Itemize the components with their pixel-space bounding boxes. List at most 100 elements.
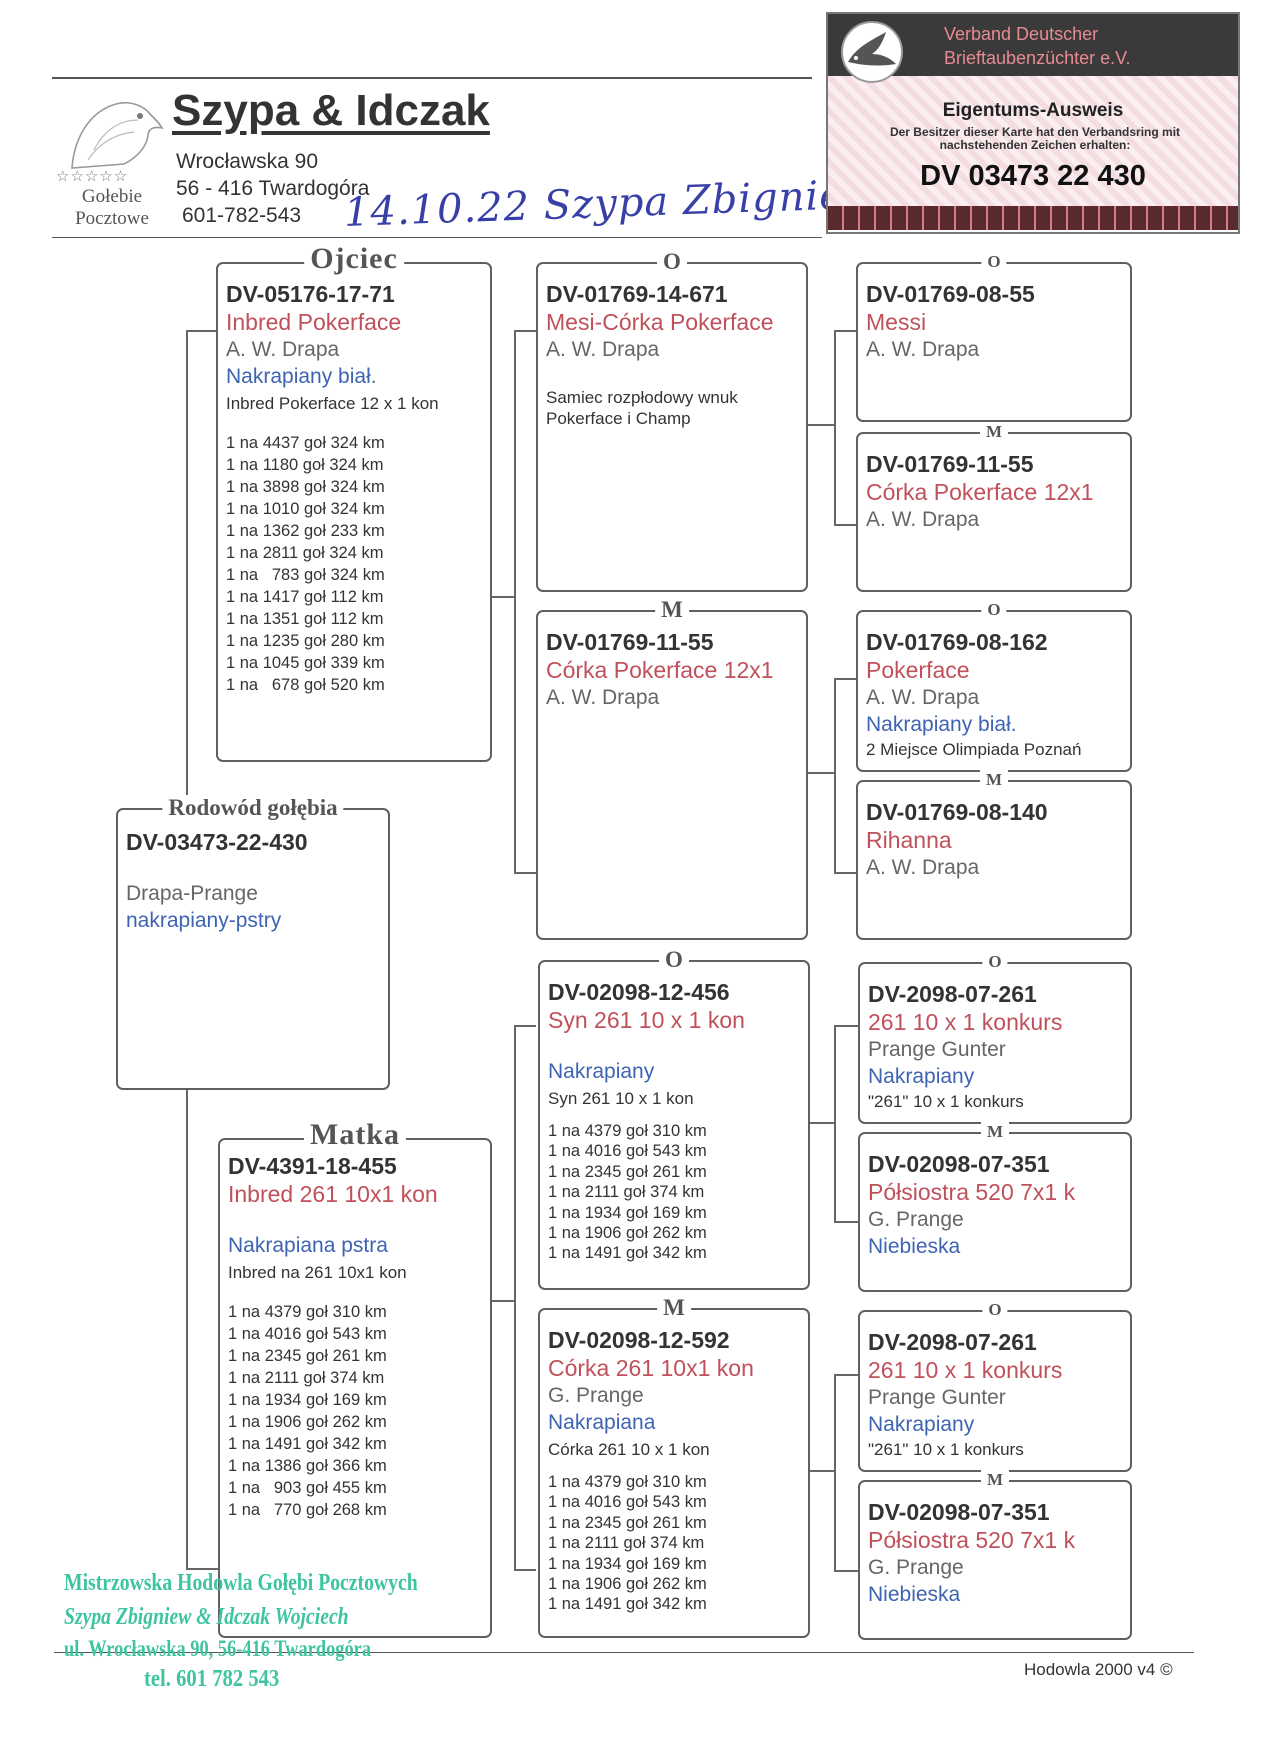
card-ring-number: DV 03473 22 430 [920,160,1146,192]
software-credit: Hodowla 2000 v4 © [1024,1660,1173,1679]
sire-label: Ojciec [304,242,404,276]
sire-sire-breeder: A. W. Drapa [546,338,660,361]
ggp-5-note: "261" 10 x 1 konkurs [868,1092,1024,1111]
sire-box: Ojciec DV-05176-17-71 Inbred Pokerface A… [216,242,492,762]
dam-sire-name: Syn 261 10 x 1 kon [548,1007,745,1033]
stamp-line-1: Mistrzowska Hodowla Gołębi Pocztowych [64,1570,418,1596]
logo-text: Gołebie Pocztowe [54,186,170,230]
dam-results: 1 na 4379 goł 310 km 1 na 4016 goł 543 k… [228,1303,387,1519]
dam-dam-breeder: G. Prange [548,1384,644,1407]
ggp-3-color: Nakrapiany biał. [866,713,1017,736]
connector-line [834,678,858,680]
connector-line [514,1025,536,1027]
ggp-2-breeder: A. W. Drapa [866,508,980,531]
header-rule [52,77,812,79]
connector-line [834,1025,836,1223]
dam-sire-box: O DV-02098-12-456 Syn 261 10 x 1 kon Nak… [538,947,810,1290]
card-org-line-1: Verband Deutscher [944,24,1099,44]
connector-line [186,1090,188,1570]
sire-sire-name: Mesi-Córka Pokerface [546,309,774,335]
sire-sire-box: O DV-01769-14-671 Mesi-Córka Pokerface A… [536,249,808,592]
sire-breeder: A. W. Drapa [226,338,340,361]
ggp-2-name: Córka Pokerface 12x1 [866,479,1094,505]
ownership-card: Verband Deutscher Brieftaubenzüchter e.V… [826,12,1240,234]
company-name: Szypa & Idczak [172,86,490,135]
card-title: Eigentums-Ausweis [942,100,1124,121]
dam-box: Matka DV-4391-18-455 Inbred 261 10x1 kon… [218,1118,492,1638]
ggp-7-color: Nakrapiany [868,1413,975,1436]
stamp-line-2: Szypa Zbigniew & Idczak Wojciech [64,1604,349,1630]
ggp-8-name: Półsiostra 520 7x1 k [868,1527,1076,1553]
dam-name: Inbred 261 10x1 kon [228,1181,438,1207]
ggp-box-4: M DV-01769-08-140 Rihanna A. W. Drapa [856,770,1132,940]
ggp-3-name: Pokerface [866,657,970,683]
connector-line [808,772,836,774]
dam-sire-color: Nakrapiany [548,1060,655,1083]
connector-line [834,1221,858,1223]
connector-line [514,330,536,332]
ggp-box-5: O DV-2098-07-261 261 10 x 1 konkurs Pran… [858,952,1132,1124]
ggp-4-label: M [979,770,1009,790]
ggp-5-ring: DV-2098-07-261 [868,981,1037,1007]
ggp-5-label: O [982,952,1008,972]
ggp-8-ring: DV-02098-07-351 [868,1499,1050,1525]
ggp-6-breeder: G. Prange [868,1208,964,1231]
pigeon-logo-icon [71,101,164,169]
dove-emblem-icon [841,21,903,83]
card-subtitle: Der Besitzer dieser Karte hat den Verban… [889,125,1181,152]
dam-sire-ring: DV-02098-12-456 [548,979,730,1005]
sire-results: 1 na 4437 goł 324 km 1 na 1180 goł 324 k… [226,434,385,694]
dam-label: Matka [304,1118,406,1152]
ggp-5-breeder: Prange Gunter [868,1038,1006,1061]
connector-line [834,330,836,526]
ggp-6-ring: DV-02098-07-351 [868,1151,1050,1177]
address-street: Wrocławska 90 [176,150,318,173]
ggp-box-3: O DV-01769-08-162 Pokerface A. W. Drapa … [856,600,1132,772]
sire-dam-label: M [655,597,689,623]
ggp-box-6: M DV-02098-07-351 Półsiostra 520 7x1 k G… [858,1122,1132,1292]
ggp-7-note: "261" 10 x 1 konkurs [868,1440,1024,1459]
header-rule-bottom [52,237,822,238]
connector-line [514,872,536,874]
connector-line [808,1122,836,1124]
connector-line [808,1470,836,1472]
subject-breeder: Drapa-Prange [126,882,258,905]
dam-dam-color: Nakrapiana [548,1411,656,1434]
connector-line [834,678,836,874]
sire-ring: DV-05176-17-71 [226,281,395,307]
dam-sire-results: 1 na 4379 goł 310 km 1 na 4016 goł 543 k… [548,1122,707,1263]
card-pattern [828,76,1238,216]
card-org-line-2: Brieftaubenzüchter e.V. [944,48,1131,68]
ggp-7-label: O [982,1300,1008,1320]
sire-sire-note: Samiec rozpłodowy wnuk Pokerface i Champ [546,388,738,428]
dam-dam-box: M DV-02098-12-592 Córka 261 10x1 kon G. … [538,1295,810,1638]
dam-dam-note: Córka 261 10 x 1 kon [548,1440,710,1459]
ggp-2-ring: DV-01769-11-55 [866,451,1034,477]
ggp-8-breeder: G. Prange [868,1556,964,1579]
ggp-6-name: Półsiostra 520 7x1 k [868,1179,1076,1205]
ggp-box-8: M DV-02098-07-351 Półsiostra 520 7x1 k G… [858,1470,1132,1640]
dam-dam-results: 1 na 4379 goł 310 km 1 na 4016 goł 543 k… [548,1473,707,1614]
sire-name: Inbred Pokerface [226,309,402,335]
ggp-1-ring: DV-01769-08-55 [866,281,1035,307]
sire-sire-label: O [657,249,687,275]
ggp-8-label: M [980,1470,1010,1490]
connector-line [492,1300,516,1302]
connector-line [514,1569,536,1571]
connector-line [834,524,858,526]
phone-number: 601-782-543 [182,204,302,227]
connector-line [834,1374,836,1572]
ggp-3-breeder: A. W. Drapa [866,686,980,709]
connector-line [514,1025,516,1571]
card-band [828,206,1238,230]
footer-rule [54,1652,1194,1653]
sire-dam-ring: DV-01769-11-55 [546,629,714,655]
subject-ring: DV-03473-22-430 [126,829,308,855]
ggp-1-breeder: A. W. Drapa [866,338,980,361]
connector-line [834,872,858,874]
sire-dam-box: M DV-01769-11-55 Córka Pokerface 12x1 A.… [536,597,808,940]
logo-line-1: Gołebie [81,186,143,207]
ggp-6-label: M [980,1122,1010,1142]
dam-color: Nakrapiana pstra [228,1234,388,1257]
ggp-1-label: O [981,252,1007,272]
